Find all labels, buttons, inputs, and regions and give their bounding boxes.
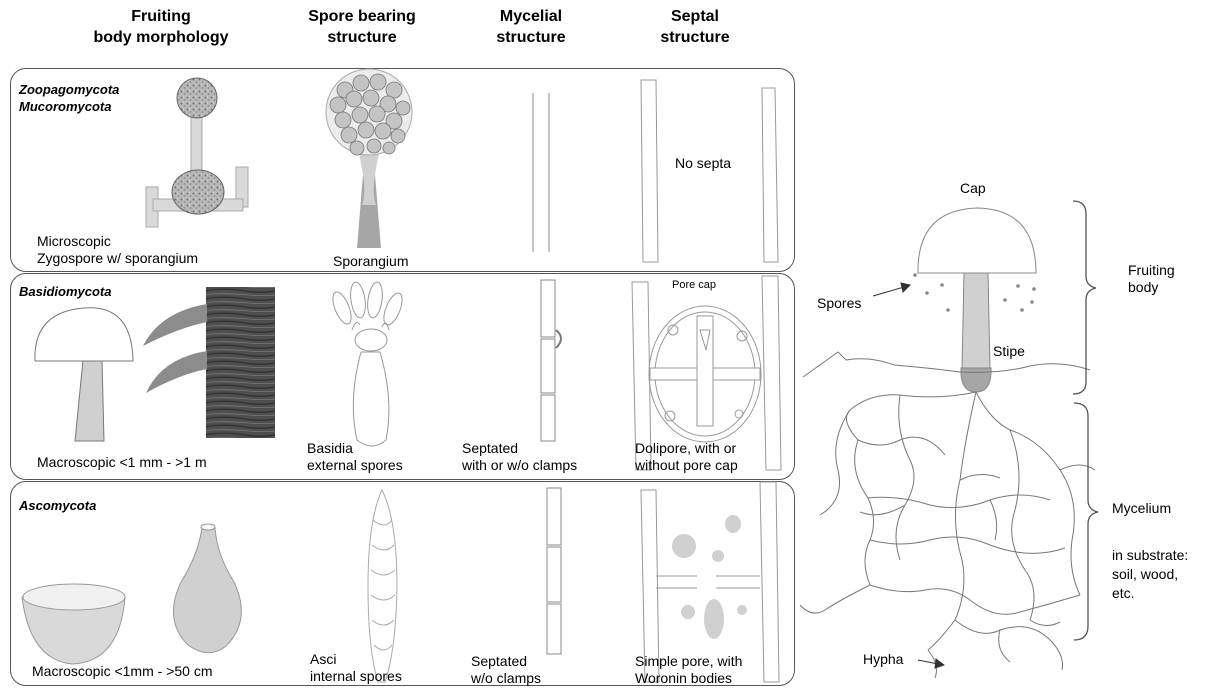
coenocytic-hypha-illustration <box>533 93 549 252</box>
morphology-label: Macroscopic <1 mm - >1 m <box>37 454 207 471</box>
spore-line: Sporangium <box>333 253 409 270</box>
mycelium-label: Mycelium <box>1112 500 1171 517</box>
spore-structure-label: Sporangium <box>333 253 409 270</box>
substrate-line: etc. <box>1112 584 1188 603</box>
morphology-line: Zygospore w/ sporangium <box>37 250 198 267</box>
spore-structure-label: Asci internal spores <box>310 651 402 685</box>
basidium-illustration <box>329 281 406 446</box>
hypha-label: Hypha <box>863 651 903 668</box>
substrate-label: in substrate: soil, wood, etc. <box>1112 546 1188 603</box>
mycelial-label: Septated w/o clamps <box>471 653 541 687</box>
septal-label: Simple pore, with Woronin bodies <box>635 653 742 687</box>
pore-cap-label: Pore cap <box>672 277 716 294</box>
mycelial-label: Septated with or w/o clamps <box>462 440 577 474</box>
stipe-label: Stipe <box>993 343 1025 360</box>
spore-line: Basidia <box>307 440 403 457</box>
ground-line <box>803 352 1090 377</box>
mycelial-line: Septated <box>471 653 541 670</box>
bracket-fungus-illustration <box>143 287 275 438</box>
spore-line: Asci <box>310 651 402 668</box>
fruiting-body-label: Fruiting body <box>1128 262 1175 296</box>
sporangium-illustration <box>326 69 412 248</box>
morphology-label: Macroscopic <1mm - >50 cm <box>32 663 213 680</box>
spore-structure-label: Basidia external spores <box>307 440 403 474</box>
substrate-line: soil, wood, <box>1112 565 1188 584</box>
anatomy-mushroom <box>918 208 1036 392</box>
mycelium-brace <box>1074 403 1098 640</box>
group-label: Basidiomycota <box>19 283 111 300</box>
fruiting-line: Fruiting <box>1128 262 1175 279</box>
septate-hypha-clamp-illustration <box>541 280 561 441</box>
spores-label: Spores <box>817 295 861 312</box>
sporangium-zygospore-illustration <box>146 78 248 227</box>
spores-arrow <box>873 283 910 296</box>
spore-line: internal spores <box>310 668 402 685</box>
septal-line: Woronin bodies <box>635 670 742 687</box>
morphology-label: Microscopic Zygospore w/ sporangium <box>37 233 198 267</box>
morphology-line: Macroscopic <1mm - >50 cm <box>32 663 213 680</box>
morphology-line: Microscopic <box>37 233 198 250</box>
hypha-arrow <box>918 659 944 668</box>
spore-line: external spores <box>307 457 403 474</box>
septal-line: without pore cap <box>635 457 738 474</box>
flask-fungus-illustration <box>173 524 241 653</box>
group-line: Zoopagomycota <box>19 81 119 98</box>
mycelial-line: Septated <box>462 440 577 457</box>
group-line: Basidiomycota <box>19 283 111 300</box>
morphology-line: Macroscopic <1 mm - >1 m <box>37 454 207 471</box>
septate-hypha-illustration <box>547 488 561 654</box>
simple-pore-illustration <box>641 482 779 682</box>
septal-line: Dolipore, with or <box>635 440 738 457</box>
group-label: Zoopagomycota Mucoromycota <box>19 81 119 115</box>
septal-line: No septa <box>675 155 731 172</box>
septal-label: Dolipore, with or without pore cap <box>635 440 738 474</box>
fruiting-body-brace <box>1073 201 1096 394</box>
mushroom-illustration <box>35 308 133 441</box>
cup-fungus-illustration <box>22 584 125 664</box>
fruiting-line: body <box>1128 279 1175 296</box>
mycelial-line: w/o clamps <box>471 670 541 687</box>
septal-label: No septa <box>675 155 731 172</box>
group-line: Ascomycota <box>19 497 96 514</box>
group-line: Mucoromycota <box>19 98 119 115</box>
septal-line: Simple pore, with <box>635 653 742 670</box>
mycelial-line: with or w/o clamps <box>462 457 577 474</box>
cap-label: Cap <box>960 180 986 197</box>
substrate-line: in substrate: <box>1112 546 1188 565</box>
mycelium-network <box>800 392 1095 678</box>
group-label: Ascomycota <box>19 497 96 514</box>
